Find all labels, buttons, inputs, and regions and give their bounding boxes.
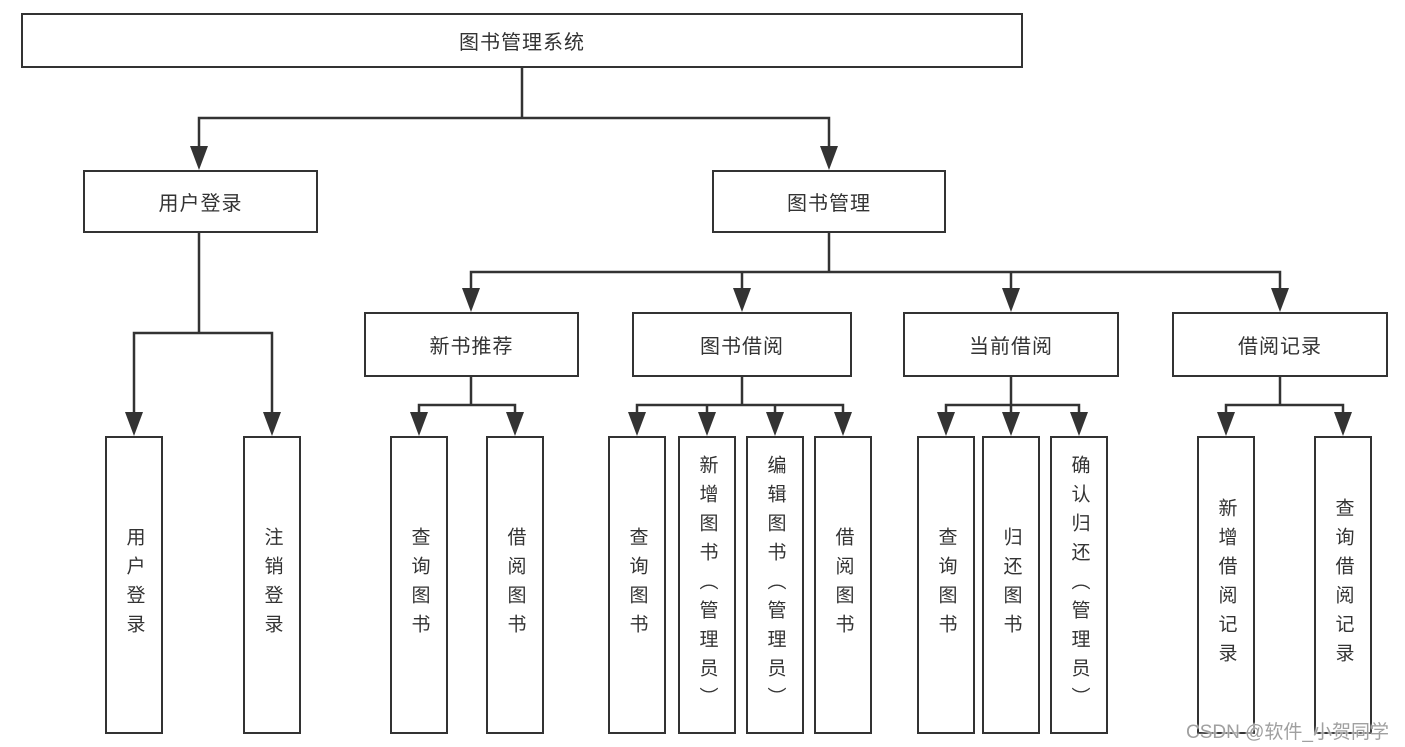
node-new-book-recommend-label: 新书推荐 xyxy=(429,336,514,358)
leaf-borrow-book-newbook: 借阅图书 xyxy=(486,436,544,734)
node-new-book-recommend: 新书推荐 xyxy=(364,312,579,377)
leaf-add-borrow-record: 新增借阅记录 xyxy=(1197,436,1255,734)
leaf-logout-login: 注销登录 xyxy=(243,436,301,734)
node-book-borrow-label: 图书借阅 xyxy=(700,336,784,358)
node-current-borrow: 当前借阅 xyxy=(903,312,1119,377)
node-user-login-label: 用户登录 xyxy=(158,193,243,215)
node-book-borrow: 图书借阅 xyxy=(632,312,852,377)
leaf-query-book-newbook: 查询图书 xyxy=(390,436,448,734)
leaf-borrow-book-borrow: 借阅图书 xyxy=(814,436,872,734)
leaf-query-borrow-record: 查询借阅记录 xyxy=(1314,436,1372,734)
node-current-borrow-label: 当前借阅 xyxy=(969,336,1053,358)
arrowheads xyxy=(125,146,1352,436)
watermark: CSDN @软件_小贺同学 xyxy=(1186,722,1389,743)
leaf-confirm-return-admin: 确认归还（管理员） xyxy=(1050,436,1108,734)
node-root-label: 图书管理系统 xyxy=(459,32,585,54)
node-user-login: 用户登录 xyxy=(83,170,318,233)
leaf-add-book-admin: 新增图书（管理员） xyxy=(678,436,736,734)
leaf-return-book: 归还图书 xyxy=(982,436,1040,734)
leaf-edit-book-admin: 编辑图书（管理员） xyxy=(746,436,804,734)
leaf-query-book-current: 查询图书 xyxy=(917,436,975,734)
leaf-query-book-borrow: 查询图书 xyxy=(608,436,666,734)
node-root: 图书管理系统 xyxy=(21,13,1023,68)
node-book-management-label: 图书管理 xyxy=(787,193,871,215)
node-book-management: 图书管理 xyxy=(712,170,946,233)
node-borrow-record-label: 借阅记录 xyxy=(1238,336,1322,358)
leaf-user-login: 用户登录 xyxy=(105,436,163,734)
node-borrow-record: 借阅记录 xyxy=(1172,312,1388,377)
